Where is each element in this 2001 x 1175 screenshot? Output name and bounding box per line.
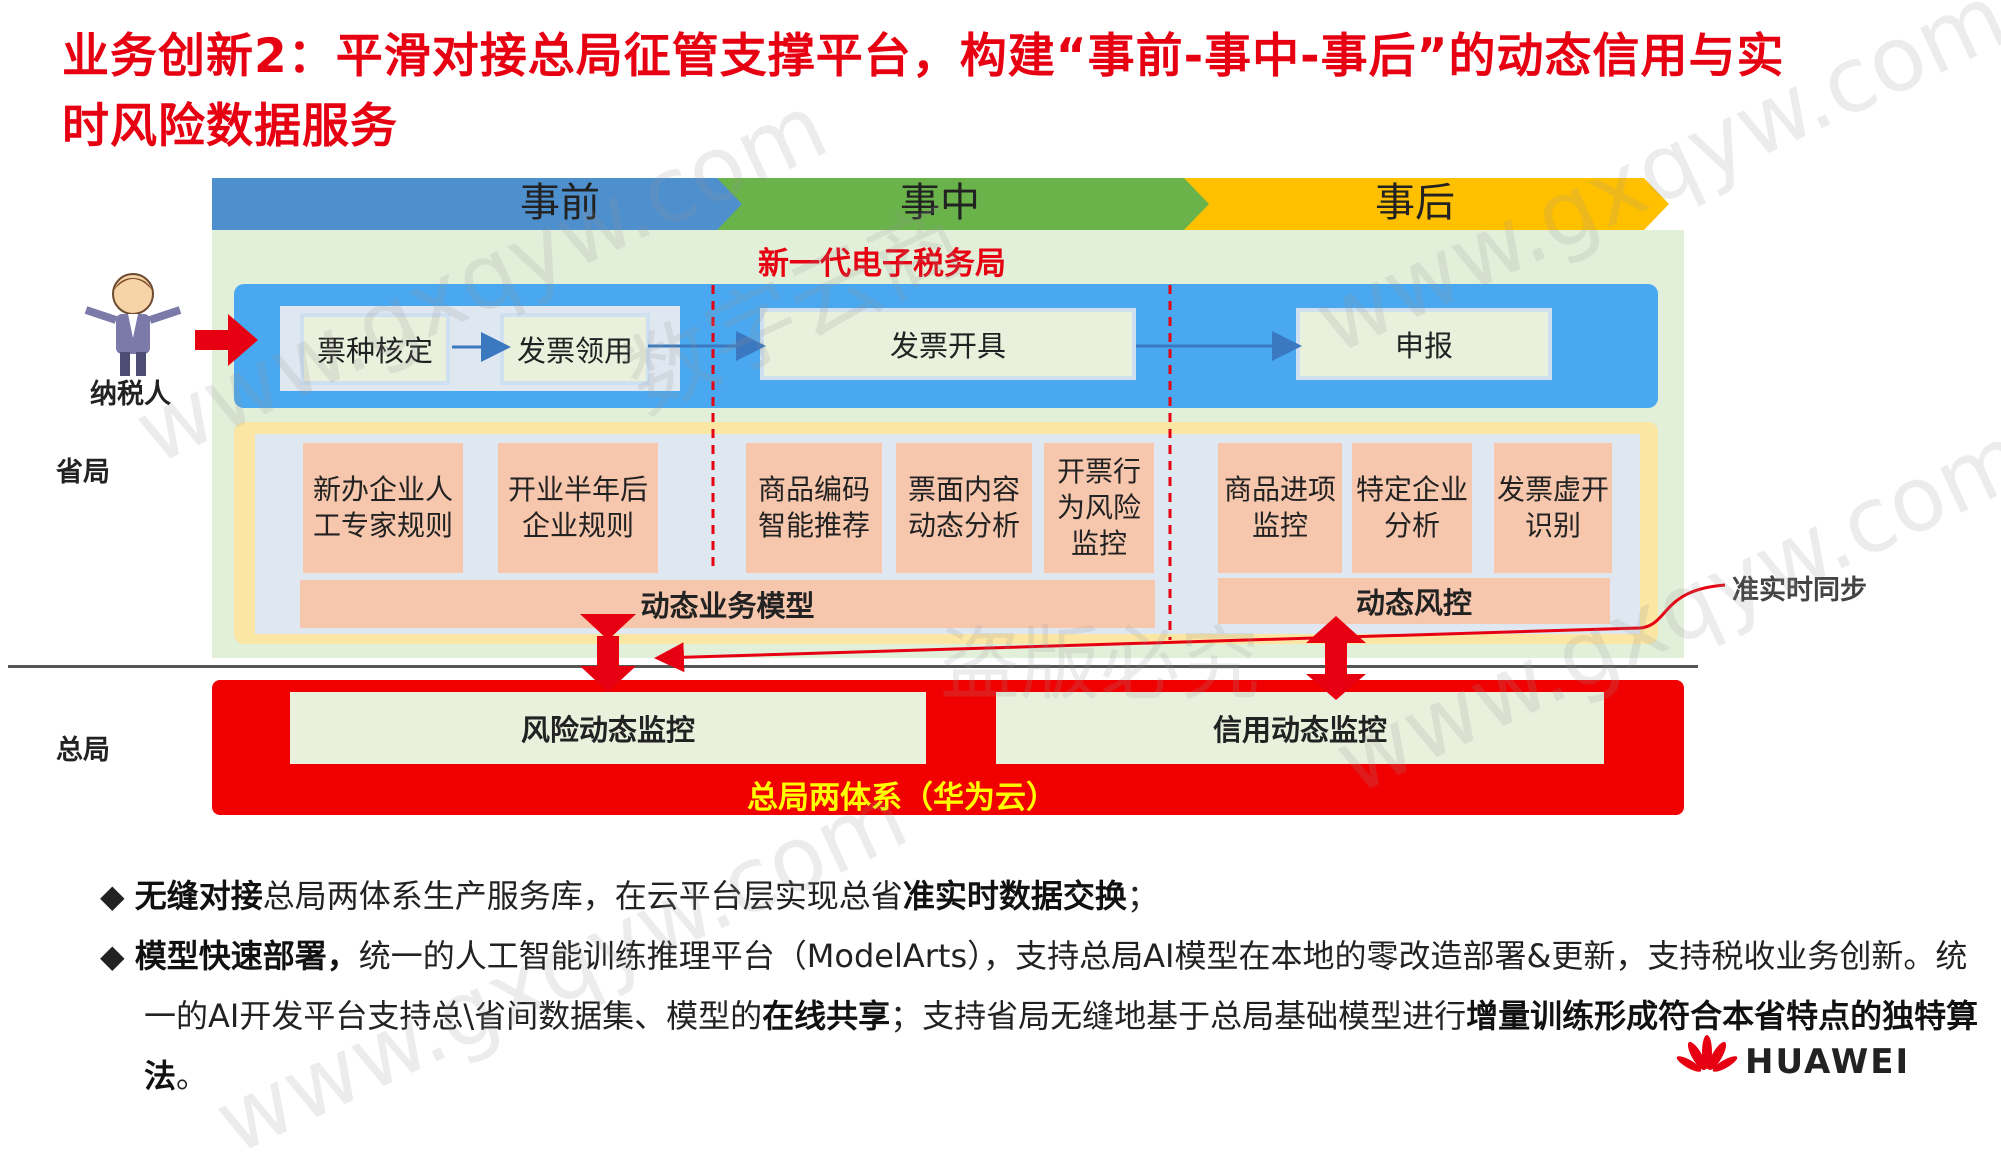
bullet-1-bold-1: 无缝对接 xyxy=(134,877,263,915)
quasi-realtime-sync-label: 准实时同步 xyxy=(1732,575,1867,606)
taxpayer-entry-arrow xyxy=(195,314,258,366)
province-label: 省局 xyxy=(56,457,110,488)
page-title: 业务创新2：平滑对接总局征管支撑平台，构建“事前-事中-事后”的动态信用与实 时… xyxy=(62,22,1942,162)
bullet-2-text-2: ；支持省局无缝地基于总局基础模型进行 xyxy=(890,997,1467,1035)
phase-label-pre: 事前 xyxy=(520,180,600,226)
huawei-logo-text: HUAWEI xyxy=(1745,1042,1911,1082)
process-invoice-issuing: 发票开具 xyxy=(760,308,1136,380)
rule-new-enterprise: 新办企业人工专家规则 xyxy=(303,443,463,573)
national-label: 总局 xyxy=(56,735,110,766)
process-ticket-type-check: 票种核定 xyxy=(300,313,450,385)
dynamic-business-model: 动态业务模型 xyxy=(300,580,1155,628)
phase-label-mid: 事中 xyxy=(900,180,980,226)
bullet-2-text-3: 。 xyxy=(176,1057,209,1095)
phase-arrows xyxy=(212,178,1669,230)
bullet-1-text-1: 总局两体系生产服务库，在云平台层实现总省 xyxy=(262,877,903,915)
title-line-1: 业务创新2：平滑对接总局征管支撑平台，构建“事前-事中-事后”的动态信用与实 xyxy=(62,29,1785,84)
province-national-divider xyxy=(8,665,1698,668)
credit-dynamic-monitor: 信用动态监控 xyxy=(996,692,1604,764)
rule-issuing-behavior-monitor: 开票行为风险监控 xyxy=(1044,443,1154,573)
bullet-2-bold-3: 增量训练形成符合本省特点的独特算法 xyxy=(144,997,1979,1095)
process-invoice-collection: 发票领用 xyxy=(500,313,650,385)
bullet-1: ◆ 无缝对接总局两体系生产服务库，在云平台层实现总省准实时数据交换； xyxy=(100,866,1980,926)
bullet-2-bold-2: 在线共享 xyxy=(762,997,891,1035)
phase-label-post: 事后 xyxy=(1375,180,1455,226)
rule-fake-invoice-detect: 发票虚开识别 xyxy=(1494,443,1612,573)
national-system-label: 总局两体系（华为云） xyxy=(747,780,1057,816)
huawei-logo-icon xyxy=(1676,1035,1738,1072)
bullet-1-bold-2: 准实时数据交换 xyxy=(902,877,1127,915)
diagram-connectors xyxy=(195,285,1726,700)
title-line-2: 时风险数据服务 xyxy=(62,99,398,154)
rule-product-code-recommend: 商品编码智能推荐 xyxy=(746,443,882,573)
rule-input-monitor: 商品进项监控 xyxy=(1218,443,1342,573)
taxpayer-label: 纳税人 xyxy=(90,379,171,410)
bullet-2-bold-1: 模型快速部署， xyxy=(134,937,359,975)
platform-title: 新一代电子税务局 xyxy=(758,246,1006,282)
rule-invoice-content-analysis: 票面内容动态分析 xyxy=(896,443,1032,573)
quasi-realtime-sync-line xyxy=(654,583,1726,673)
bullet-2: ◆ 模型快速部署，统一的人工智能训练推理平台（ModelArts），支持总局AI… xyxy=(100,926,1980,1106)
bullet-2-text-1: 统一的人工智能训练推理平台（ModelArts），支持总局AI模型在本地的零改造… xyxy=(144,937,1968,1035)
taxpayer-figure-icon xyxy=(84,273,182,376)
sync-arrow-left xyxy=(580,614,636,692)
rule-half-year-enterprise: 开业半年后企业规则 xyxy=(498,443,658,573)
bullet-1-marker: ◆ xyxy=(100,877,135,915)
phase-arrow-post xyxy=(1184,178,1669,230)
rule-specific-enterprise: 特定企业分析 xyxy=(1352,443,1472,573)
sync-arrow-right xyxy=(1306,616,1366,700)
dynamic-risk-control: 动态风控 xyxy=(1218,578,1610,624)
process-tax-filing: 申报 xyxy=(1296,308,1552,380)
risk-dynamic-monitor: 风险动态监控 xyxy=(290,692,926,764)
bullet-2-marker: ◆ xyxy=(100,937,135,975)
bullet-1-text-2: ； xyxy=(1126,877,1159,915)
